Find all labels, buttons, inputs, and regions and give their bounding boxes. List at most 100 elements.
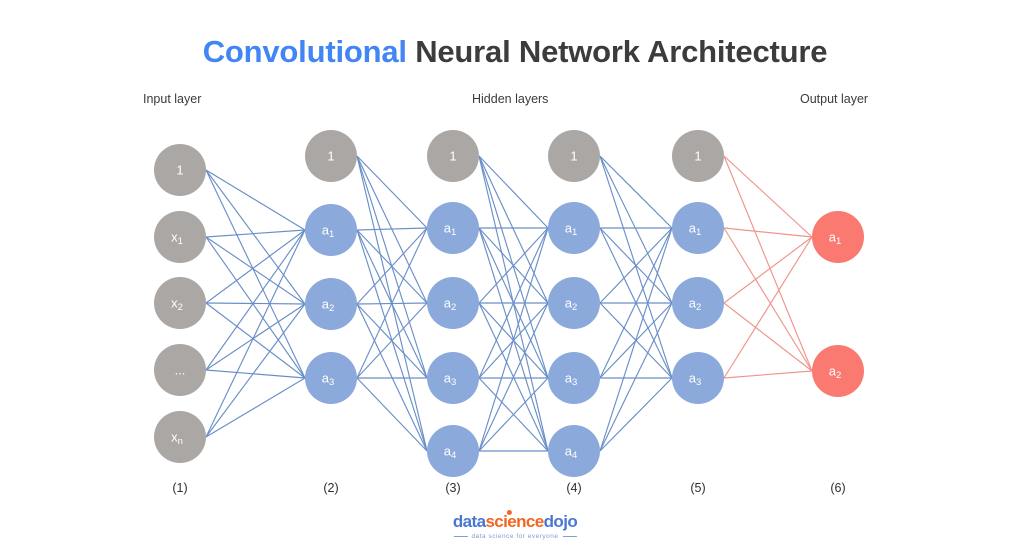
node-hidden-layer-4-1[interactable]: 1 [672, 130, 724, 182]
layer-index-6: (6) [830, 481, 846, 495]
connection-edge [478, 302, 549, 452]
node-hidden-layer-2-a4[interactable]: a4 [427, 425, 479, 477]
node-input-layer-x2[interactable]: x2 [154, 277, 206, 329]
node-circle[interactable] [154, 411, 206, 463]
node-hidden-layer-4-a1[interactable]: a1 [672, 202, 724, 254]
connection-edge [205, 236, 306, 379]
brand-part-science: science [485, 512, 544, 531]
node-output-layer-a2[interactable]: a2 [812, 345, 864, 397]
node-hidden-layer-1-a1[interactable]: a1 [305, 204, 357, 256]
node-hidden-layer-3-a1[interactable]: a1 [548, 202, 600, 254]
connection-edge [205, 302, 306, 379]
connection-edge [205, 303, 306, 371]
node-circle[interactable] [812, 345, 864, 397]
connection-edge [478, 155, 549, 452]
node-hidden-layer-3-a3[interactable]: a3 [548, 352, 600, 404]
connection-edge [723, 155, 813, 372]
node-circle[interactable] [427, 425, 479, 477]
layer-index-5: (5) [690, 481, 706, 495]
connection-edge [205, 229, 306, 438]
node-circle[interactable] [812, 211, 864, 263]
node-circle[interactable] [427, 130, 479, 182]
node-circle[interactable] [154, 211, 206, 263]
node-output-layer-a1[interactable]: a1 [812, 211, 864, 263]
node-circle[interactable] [672, 202, 724, 254]
node-label: x1 [171, 230, 183, 247]
node-circle[interactable] [672, 277, 724, 329]
node-circle[interactable] [672, 352, 724, 404]
connection-edge [723, 227, 813, 372]
connection-edge [205, 169, 306, 379]
node-circle[interactable] [427, 277, 479, 329]
connection-edge [205, 229, 306, 371]
edge-group [205, 155, 813, 452]
node-hidden-layer-3-a4[interactable]: a4 [548, 425, 600, 477]
node-hidden-layer-2-1[interactable]: 1 [427, 130, 479, 182]
section-label-hidden: Hidden layers [472, 92, 549, 106]
node-hidden-layer-4-a2[interactable]: a2 [672, 277, 724, 329]
connection-edge [356, 155, 428, 379]
brand-logo: datasciencedojo data science for everyon… [453, 510, 578, 540]
brand-dot-icon [506, 510, 512, 515]
connection-edge [356, 377, 428, 452]
connection-edge [356, 155, 428, 452]
node-input-layer-x1[interactable]: x1 [154, 211, 206, 263]
node-label: 1 [694, 149, 701, 164]
node-label: 1 [176, 163, 183, 178]
node-circle[interactable] [548, 202, 600, 254]
section-label-output: Output layer [800, 92, 869, 106]
node-hidden-layer-3-a2[interactable]: a2 [548, 277, 600, 329]
layer-index-2: (2) [323, 481, 339, 495]
connection-edge [478, 377, 549, 452]
node-circle[interactable] [548, 130, 600, 182]
connection-edge [478, 155, 549, 304]
node-circle[interactable] [548, 277, 600, 329]
connection-edge [478, 155, 549, 229]
connection-edge [356, 229, 428, 452]
node-label: xn [171, 430, 183, 447]
node-circle[interactable] [154, 344, 206, 396]
connection-edge [205, 169, 306, 231]
node-hidden-layer-2-a2[interactable]: a2 [427, 277, 479, 329]
node-hidden-layer-1-a3[interactable]: a3 [305, 352, 357, 404]
connection-edge [599, 302, 673, 452]
node-circle[interactable] [548, 352, 600, 404]
connection-edge [356, 155, 428, 229]
connection-edge [723, 155, 813, 238]
node-circle[interactable] [672, 130, 724, 182]
node-circle[interactable] [154, 144, 206, 196]
node-hidden-layer-4-a3[interactable]: a3 [672, 352, 724, 404]
node-hidden-layer-1-a2[interactable]: a2 [305, 278, 357, 330]
node-label: ... [175, 363, 186, 378]
node-hidden-layer-2-a1[interactable]: a1 [427, 202, 479, 254]
connection-edge [205, 229, 306, 304]
page-title: Convolutional Neural Network Architectur… [0, 34, 1030, 70]
title-rest: Neural Network Architecture [406, 34, 828, 69]
node-circle[interactable] [305, 352, 357, 404]
node-circle[interactable] [305, 130, 357, 182]
node-input-layer-1[interactable]: 1 [154, 144, 206, 196]
connection-edge [356, 155, 428, 304]
node-circle[interactable] [305, 204, 357, 256]
node-circle[interactable] [305, 278, 357, 330]
node-group: 1 x1 x2... xn 1 a1 a2 a3 1 a1 a2 a3 a4 1 a1 a2 a3 a4 1 a1 a2… [154, 130, 864, 477]
node-input-layer-...[interactable]: ... [154, 344, 206, 396]
brand-tagline: data science for everyone [471, 533, 559, 540]
node-label: 1 [327, 149, 334, 164]
node-circle[interactable] [427, 202, 479, 254]
connection-edge [205, 302, 306, 305]
layer-index-4: (4) [566, 481, 582, 495]
connection-edge [478, 155, 549, 379]
node-hidden-layer-1-1[interactable]: 1 [305, 130, 357, 182]
node-circle[interactable] [154, 277, 206, 329]
connection-edge [205, 303, 306, 438]
connection-edge [599, 227, 673, 452]
node-circle[interactable] [427, 352, 479, 404]
node-circle[interactable] [548, 425, 600, 477]
node-hidden-layer-3-1[interactable]: 1 [548, 130, 600, 182]
node-input-layer-xn[interactable]: xn [154, 411, 206, 463]
brand-tagline-row: data science for everyone [453, 533, 577, 540]
node-label: x2 [171, 296, 183, 313]
node-hidden-layer-2-a3[interactable]: a3 [427, 352, 479, 404]
